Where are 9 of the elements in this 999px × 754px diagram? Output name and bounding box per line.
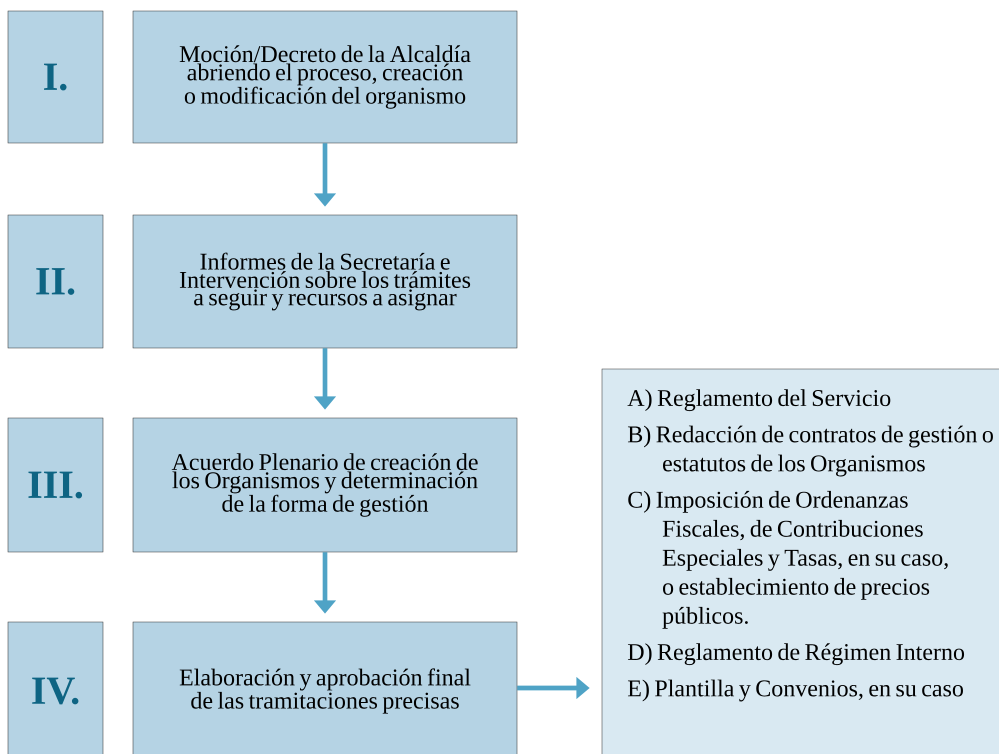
list-box: A) Reglamento del Servicio B) Redacción de contratos de gestión o estatutos de los Organismos C) Imposición de Ordenanzas Fiscales, de Contribuciones Especiales y Tasas, en su caso, o establecimiento de precios públicos. D) Reglamento de Régimen Interno E) Plantilla y Convenios, en su caso	[602, 368, 999, 754]
numeral-box: II.	[8, 214, 104, 348]
process-box: Moción/Decreto de la Alcaldía abriendo el proceso, creación o modificación del organismo	[132, 10, 518, 144]
numeral-box: IV.	[8, 622, 104, 754]
process-box: Acuerdo Plenario de creación de los Organismos y determinación de la forma de gestión	[132, 418, 518, 552]
numeral-box: III.	[8, 418, 104, 552]
process-box: Elaboración y aprobación final de las tramitaciones precisas	[132, 622, 518, 754]
numeral-box: I.	[8, 10, 104, 144]
process-box: Informes de la Secretaría e Intervención sobre los trámites a seguir y recursos a asignar	[132, 214, 518, 348]
